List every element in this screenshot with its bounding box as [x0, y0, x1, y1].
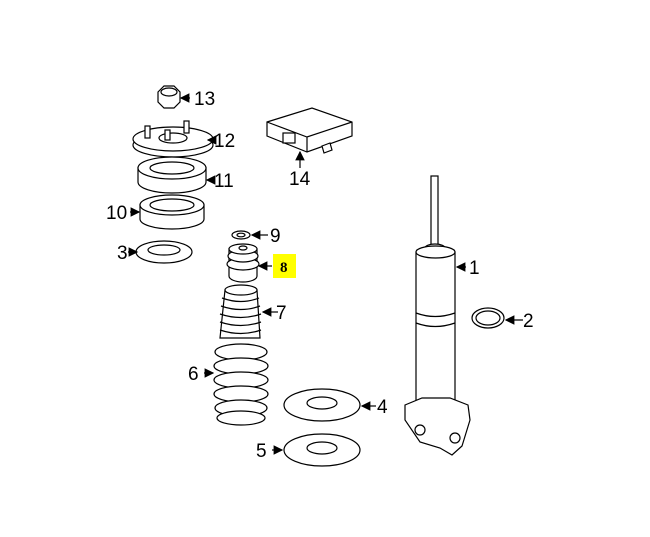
callout-12: 12	[214, 131, 235, 152]
part-8-bump-stop[interactable]: 8	[226, 243, 296, 283]
callout-7: 7	[276, 303, 287, 324]
callout-6: 6	[188, 364, 199, 385]
part-5-insulator[interactable]: 5	[256, 433, 361, 467]
callout-1: 1	[469, 258, 480, 279]
callout-14: 14	[289, 169, 311, 190]
part-7-dust-boot[interactable]: 7	[219, 284, 287, 339]
part-10-spring-seat[interactable]: 10	[106, 194, 205, 230]
part-6-coil-spring[interactable]: 6	[188, 343, 269, 426]
callout-2: 2	[523, 311, 534, 332]
callout-9: 9	[270, 226, 281, 247]
callout-11: 11	[214, 171, 234, 192]
callout-4: 4	[377, 397, 388, 418]
part-1-shock-absorber[interactable]: 1	[404, 175, 480, 456]
callout-10: 10	[106, 203, 127, 224]
highlight-badge	[273, 254, 296, 278]
part-2-seal-ring[interactable]: 2	[471, 307, 534, 332]
part-14-control-module[interactable]: 14	[266, 107, 353, 190]
part-11-insulator[interactable]: 11	[137, 156, 234, 194]
callout-3: 3	[117, 243, 128, 264]
callout-13: 13	[194, 89, 215, 110]
part-12-top-mount[interactable]: 12	[132, 120, 235, 158]
callout-5: 5	[256, 441, 267, 462]
part-9-washer[interactable]: 9	[231, 226, 281, 247]
part-4-spring-seat[interactable]: 4	[283, 388, 388, 422]
callout-8: 8	[280, 260, 288, 276]
part-13-nut[interactable]: 13	[157, 85, 215, 110]
part-3-washer[interactable]: 3	[117, 240, 193, 264]
